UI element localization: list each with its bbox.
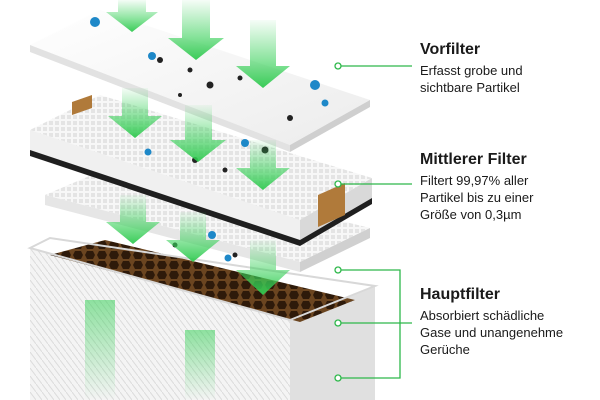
dust-dot-icon xyxy=(287,115,293,121)
airflow-arrows xyxy=(106,0,290,295)
germ-icon xyxy=(90,17,100,27)
germ-icon xyxy=(321,99,329,107)
arrow-down-icon xyxy=(108,88,162,138)
arrow-down-icon xyxy=(170,105,226,162)
dust-dot-icon xyxy=(222,167,228,173)
label-hauptfilter: Hauptfilter Absorbiert schädliche Gase u… xyxy=(420,285,563,358)
arrow-down-icon xyxy=(236,20,290,88)
germ-icon xyxy=(148,52,156,60)
callout-dot xyxy=(334,319,342,327)
airflow-beam-right xyxy=(185,330,215,400)
callout-dot xyxy=(334,374,342,382)
airflow-beam-left xyxy=(85,300,115,400)
pre-filter-layer xyxy=(30,10,370,152)
label-hauptfilter-desc: Absorbiert schädliche Gase und unangeneh… xyxy=(420,308,564,357)
arrow-down-icon xyxy=(106,0,158,32)
dust-dot-icon xyxy=(178,93,182,97)
arrow-down-icon xyxy=(236,140,290,190)
callout-lines xyxy=(334,62,412,382)
tape-right xyxy=(318,183,345,227)
label-mittlerer-filter-desc: Filtert 99,97% aller Partikel bis zu ein… xyxy=(420,173,534,222)
germ-icon xyxy=(241,139,249,147)
dust-dot-icon xyxy=(237,75,243,81)
arrow-down-icon xyxy=(168,0,224,60)
label-vorfilter: Vorfilter Erfasst grobe und sichtbare Pa… xyxy=(420,40,523,96)
germ-particles xyxy=(90,17,329,262)
label-vorfilter-desc: Erfasst grobe und sichtbare Partikel xyxy=(420,63,523,95)
germ-icon xyxy=(224,254,232,262)
germ-icon xyxy=(208,231,216,239)
dust-dot-icon xyxy=(157,57,163,63)
dust-dot-icon xyxy=(206,81,214,89)
arrow-down-icon xyxy=(166,212,220,262)
callout-dot xyxy=(334,266,342,274)
callout-dot xyxy=(334,62,342,70)
germ-icon xyxy=(144,148,152,156)
label-mittlerer-filter-title: Mittlerer Filter xyxy=(420,151,527,168)
dust-dot-icon xyxy=(232,252,238,258)
label-vorfilter-title: Vorfilter xyxy=(420,41,481,58)
germ-icon xyxy=(310,80,320,90)
callout-bracket-haupt xyxy=(338,269,401,379)
tape-left xyxy=(72,95,92,115)
callout-dot xyxy=(334,180,342,188)
dust-dot-icon xyxy=(187,67,193,73)
label-mittlerer-filter: Mittlerer Filter Filtert 99,97% aller Pa… xyxy=(420,150,533,223)
main-filter-block xyxy=(27,236,379,400)
arrow-down-icon xyxy=(106,195,160,244)
label-hauptfilter-title: Hauptfilter xyxy=(420,286,500,303)
arrow-down-icon xyxy=(236,240,290,295)
